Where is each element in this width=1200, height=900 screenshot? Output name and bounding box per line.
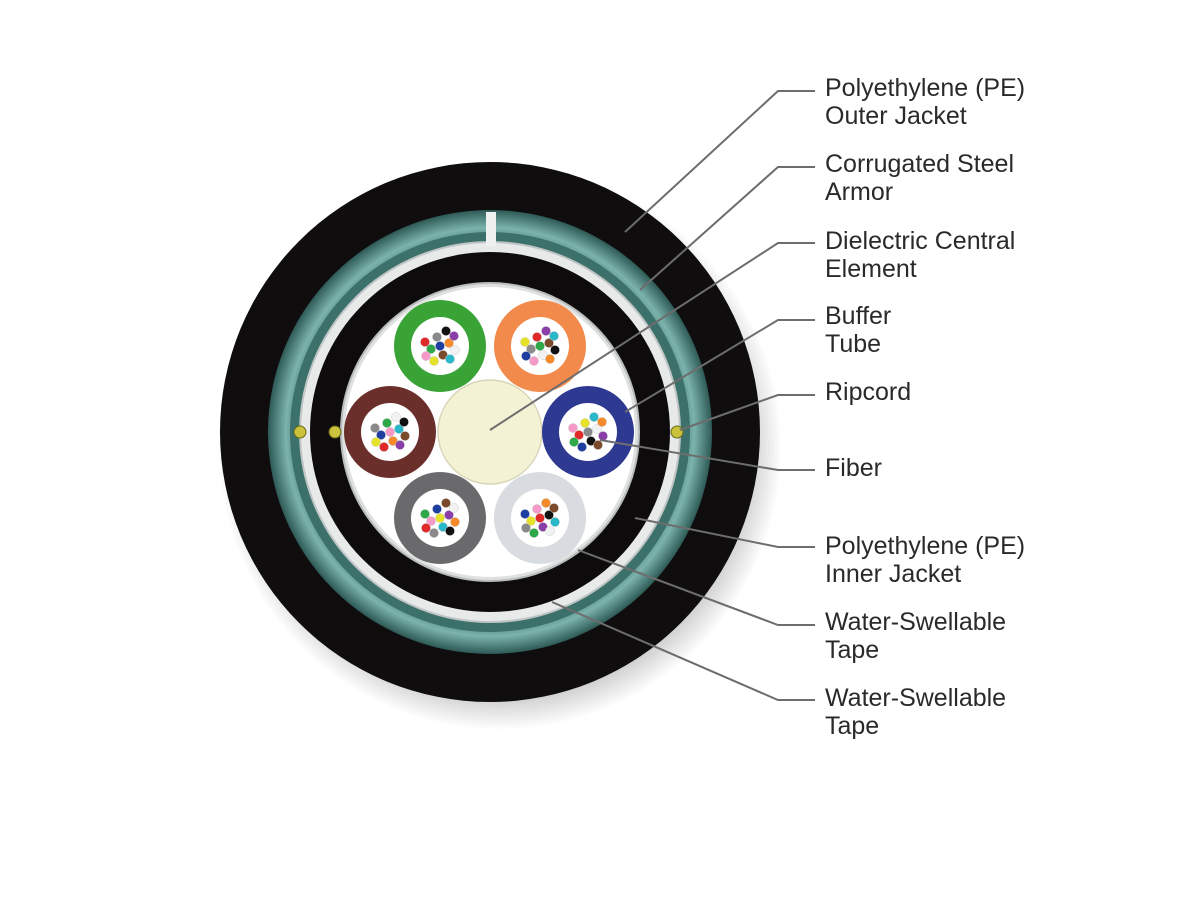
label-fiber: Fiber — [825, 454, 882, 482]
fiber — [580, 418, 590, 428]
fiber — [589, 412, 599, 422]
labels: Polyethylene (PE) Outer Jacket Corrugate… — [825, 74, 1032, 740]
buffer-tube-blue — [542, 386, 634, 478]
leader-water-tape-2 — [551, 601, 815, 701]
leader-fiber — [599, 439, 815, 471]
fiber — [432, 504, 442, 514]
fiber — [429, 356, 439, 366]
fiber — [432, 332, 442, 342]
leader-steel-armor — [639, 166, 815, 291]
ripcord-right — [670, 425, 684, 439]
fiber — [420, 509, 430, 519]
fiber — [593, 440, 603, 450]
fiber — [441, 326, 451, 336]
leader-ripcord — [679, 394, 815, 431]
label-central-element: Dielectric Central Element — [825, 227, 1022, 283]
label-buffer-tube: Buffer Tube — [825, 302, 898, 358]
fiber — [385, 427, 395, 437]
fiber — [583, 427, 593, 437]
fiber — [450, 345, 460, 355]
fiber — [535, 341, 545, 351]
fiber — [444, 510, 454, 520]
ripcord-left-outer — [293, 425, 307, 439]
buffer-tubes — [344, 300, 634, 564]
fiber — [391, 412, 401, 422]
fiber — [429, 528, 439, 538]
fiber — [598, 431, 608, 441]
fiber — [521, 523, 531, 533]
fiber — [541, 326, 551, 336]
fiber — [444, 338, 454, 348]
fiber — [529, 356, 539, 366]
label-ripcord: Ripcord — [825, 378, 911, 406]
fiber — [426, 344, 436, 354]
fiber — [449, 331, 459, 341]
leader-lines — [489, 90, 815, 701]
buffer-tube-white — [494, 472, 586, 564]
fiber — [535, 513, 545, 523]
fiber — [382, 418, 392, 428]
fiber — [445, 354, 455, 364]
label-steel-armor: Corrugated Steel Armor — [825, 150, 1021, 206]
fiber — [545, 526, 555, 536]
label-pe-outer-jacket: Polyethylene (PE) Outer Jacket — [825, 74, 1032, 130]
fiber — [435, 341, 445, 351]
leader-central-element — [489, 242, 815, 431]
fiber — [532, 332, 542, 342]
label-pe-inner-jacket: Polyethylene (PE) Inner Jacket — [825, 532, 1032, 588]
fiber — [550, 345, 560, 355]
fiber — [526, 516, 536, 526]
label-water-tape-2: Water-Swellable Tape — [825, 684, 1013, 740]
fiber — [574, 430, 584, 440]
fiber — [526, 344, 536, 354]
leader-pe-outer-jacket — [624, 90, 815, 233]
fiber — [520, 509, 530, 519]
fiber — [544, 338, 554, 348]
fiber — [520, 337, 530, 347]
fiber — [541, 498, 551, 508]
fiber — [394, 424, 404, 434]
fiber — [421, 351, 431, 361]
leader-water-tape-1 — [577, 549, 815, 626]
fiber — [445, 526, 455, 536]
fiber — [597, 417, 607, 427]
label-water-tape-1: Water-Swellable Tape — [825, 608, 1013, 664]
fiber — [550, 517, 560, 527]
fiber — [549, 503, 559, 513]
fiber — [426, 516, 436, 526]
fiber — [544, 510, 554, 520]
fiber — [532, 504, 542, 514]
buffer-tube-green — [394, 300, 486, 392]
fiber — [421, 523, 431, 533]
fiber — [592, 424, 602, 434]
buffer-tube-orange — [494, 300, 586, 392]
fiber — [549, 331, 559, 341]
fiber — [545, 354, 555, 364]
fiber — [569, 437, 579, 447]
buffer-tube-brown — [344, 386, 436, 478]
fiber — [521, 351, 531, 361]
fiber — [441, 498, 451, 508]
ripcord-left-inner — [328, 425, 342, 439]
fiber — [376, 430, 386, 440]
fiber — [577, 442, 587, 452]
fiber — [370, 423, 380, 433]
dielectric-central-element — [437, 379, 543, 485]
fiber — [395, 440, 405, 450]
fiber — [449, 503, 459, 513]
fiber — [568, 423, 578, 433]
fiber — [435, 513, 445, 523]
fiber — [400, 431, 410, 441]
fiber — [420, 337, 430, 347]
leader-buffer-tube — [624, 319, 815, 413]
fiber — [529, 528, 539, 538]
fiber — [371, 437, 381, 447]
armor-overlap-seam — [486, 212, 496, 246]
leader-pe-inner-jacket — [634, 517, 815, 548]
buffer-tube-slate — [394, 472, 486, 564]
fiber — [450, 517, 460, 527]
fiber — [399, 417, 409, 427]
fiber — [379, 442, 389, 452]
